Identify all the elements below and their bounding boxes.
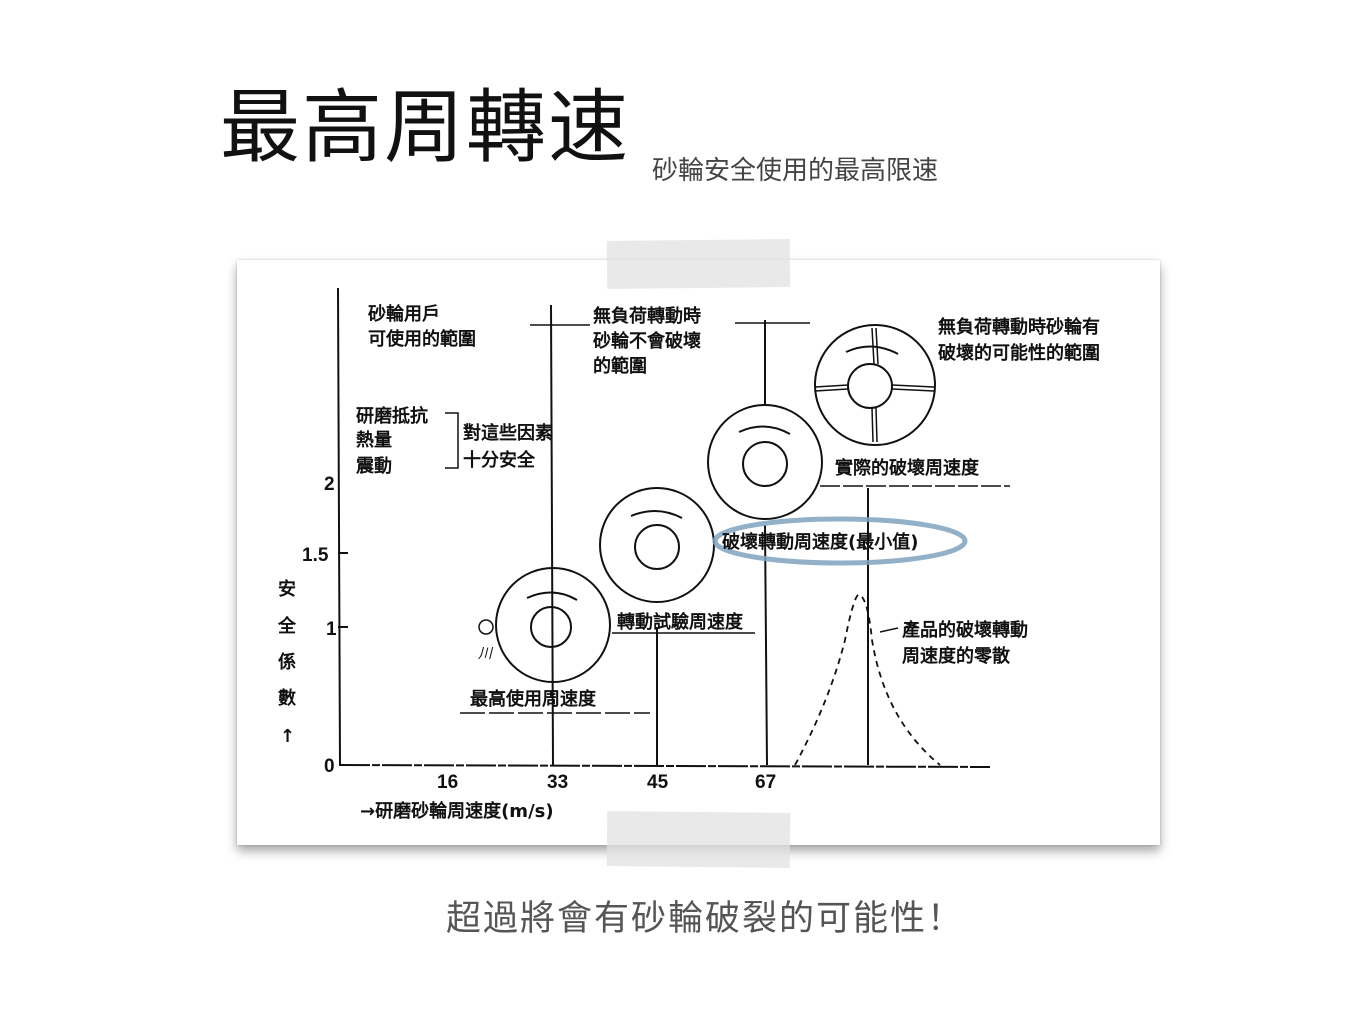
distribution-curve bbox=[794, 593, 941, 766]
break-possible-label: 無負荷轉動時砂輪有 bbox=[938, 316, 1100, 338]
divider-33 bbox=[550, 304, 554, 766]
test-speed-label: 轉動試驗周速度 bbox=[617, 611, 744, 633]
y-tick: 1.5 bbox=[302, 545, 329, 566]
y-tick: 2 bbox=[324, 474, 335, 495]
cracked-wheel-icon bbox=[814, 324, 936, 446]
y-tick: 0 bbox=[324, 756, 335, 777]
y-label-char: 安 bbox=[278, 578, 296, 600]
y-tick: 1 bbox=[326, 619, 337, 640]
small-circle-icon bbox=[478, 619, 494, 635]
x-tick: 16 bbox=[437, 772, 458, 793]
no-break-range-label: 無負荷轉動時 bbox=[593, 305, 701, 327]
scatter-label: 周速度的零散 bbox=[902, 645, 1011, 667]
factor-label: 熱量 bbox=[356, 429, 392, 451]
y-label-char: 數 bbox=[278, 688, 296, 709]
wheel-icon bbox=[707, 404, 823, 520]
y-label-char: 係 bbox=[278, 651, 296, 673]
y-label-char: ↑ bbox=[280, 726, 295, 747]
highlight-ellipse bbox=[712, 516, 968, 566]
break-possible-label: 破壞的可能性的範圍 bbox=[938, 342, 1100, 364]
max-use-speed-label: 最高使用周速度 bbox=[470, 688, 597, 710]
min-break-speed-label: 破壞轉動周速度(最小值) bbox=[722, 531, 918, 553]
safe-label: 對這些因素 bbox=[463, 422, 553, 444]
y-label-char: 全 bbox=[277, 615, 297, 637]
safe-label: 十分安全 bbox=[463, 449, 536, 471]
y-axis bbox=[337, 287, 341, 767]
x-axis-label: →研磨砂輪周速度(m/s) bbox=[360, 800, 554, 822]
wheel-icon bbox=[495, 567, 611, 683]
x-axis bbox=[339, 764, 991, 768]
slide-caption: 超過將會有砂輪破裂的可能性！ bbox=[445, 899, 964, 939]
small-mark: 川 bbox=[478, 646, 494, 662]
diagram-photo-card bbox=[237, 260, 1160, 845]
factor-label: 研磨抵抗 bbox=[356, 405, 428, 427]
factor-label: 震動 bbox=[356, 455, 392, 477]
wheel-icon bbox=[599, 487, 715, 603]
user-range-label: 砂輪用戶 bbox=[368, 303, 440, 325]
slide-title: 最高周轉速 bbox=[220, 81, 630, 174]
x-tick: 33 bbox=[547, 772, 568, 793]
user-range-label: 可使用的範圍 bbox=[368, 328, 476, 350]
divider-67 bbox=[764, 524, 768, 766]
x-tick: 67 bbox=[755, 772, 776, 793]
actual-break-speed-label: 實際的破壞周速度 bbox=[835, 457, 980, 479]
no-break-range-label: 砂輪不會破壞 bbox=[593, 330, 701, 352]
slide-subtitle: 砂輪安全使用的最高限速 bbox=[652, 156, 939, 186]
scatter-label: 產品的破壞轉動 bbox=[902, 619, 1028, 641]
no-break-range-label: 的範圍 bbox=[593, 355, 647, 377]
bracket bbox=[445, 412, 459, 469]
x-tick: 45 bbox=[647, 772, 669, 793]
